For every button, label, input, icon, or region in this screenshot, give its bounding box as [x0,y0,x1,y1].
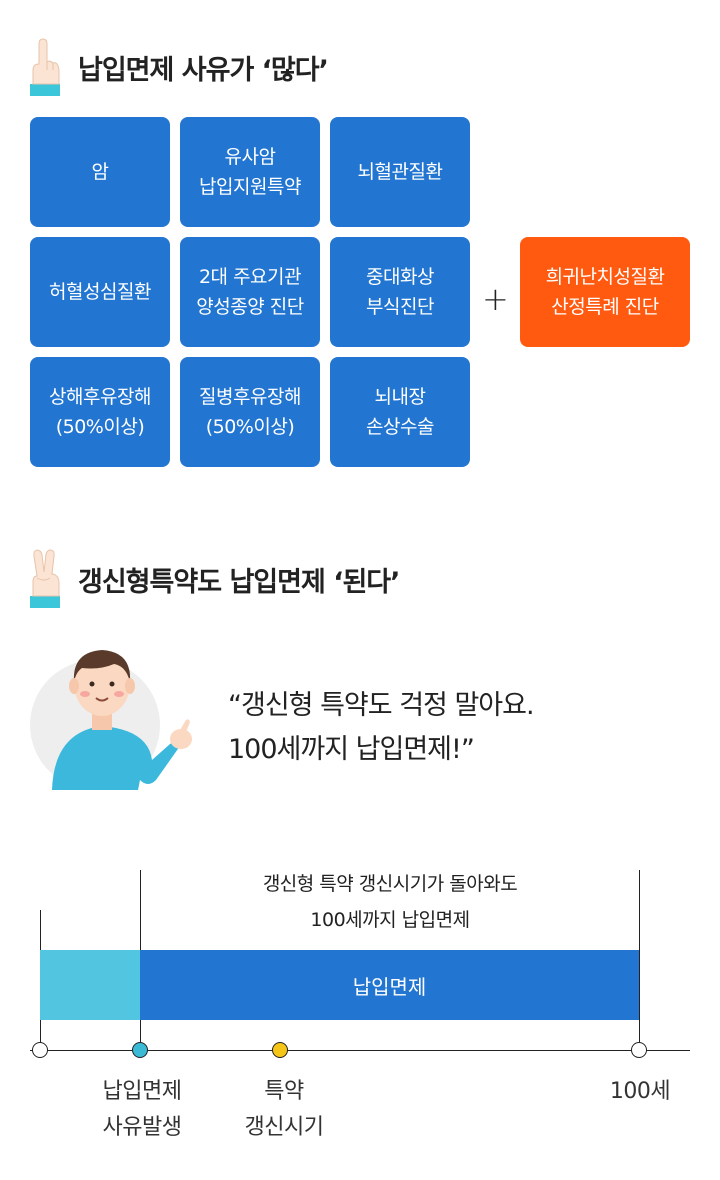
label-exemption-event: 납입면제 사유발생 [102,1079,182,1140]
timeline-caption: 갱신형 특약 갱신시기가 돌아와도 100세까지 납입면제 [262,873,518,931]
reassurance-quote: “갱신형 특약도 걱정 말아요. 100세까지 납입면제!” [228,684,535,772]
timeline-dot-exemption [132,1042,148,1058]
quote-line-2: 100세까지 납입면제!” [228,734,475,765]
tile-disease-disability: 질병후유장해(50%이상) [180,357,320,467]
timeline-axis [30,1050,690,1051]
tile-ischemic-heart: 허혈성심질환 [30,237,170,347]
section1-header: 납입면제 사유가 ‘많다’ [28,36,329,98]
pointing-one-finger-icon [30,38,60,96]
plus-sign: + [482,280,509,318]
tile-injury-disability: 상해후유장해(50%이상) [30,357,170,467]
label-renewal-time: 특약 갱신시기 [244,1079,324,1140]
quote-line-1: “갱신형 특약도 걱정 말아요. [228,690,535,721]
timeline-dot-start [32,1042,48,1058]
timeline-bar-exemption: 납입면제 [140,950,639,1020]
timeline-end-marker [639,870,640,1050]
timeline-dot-end [631,1042,647,1058]
peace-sign-hand-icon [30,549,60,608]
timeline-bar-before [40,950,140,1020]
tile-cancer: 암 [30,117,170,227]
section2-title: 갱신형특약도 납입면제 ‘된다’ [78,566,400,598]
tile-cerebrovascular: 뇌혈관질환 [330,117,470,227]
waving-man-illustration [52,650,192,790]
section1-title: 납입면제 사유가 ‘많다’ [78,54,329,86]
label-age-100: 100세 [609,1079,671,1104]
section2-header: 갱신형특약도 납입면제 ‘된다’ [28,548,400,610]
timeline-dot-renewal [272,1042,288,1058]
